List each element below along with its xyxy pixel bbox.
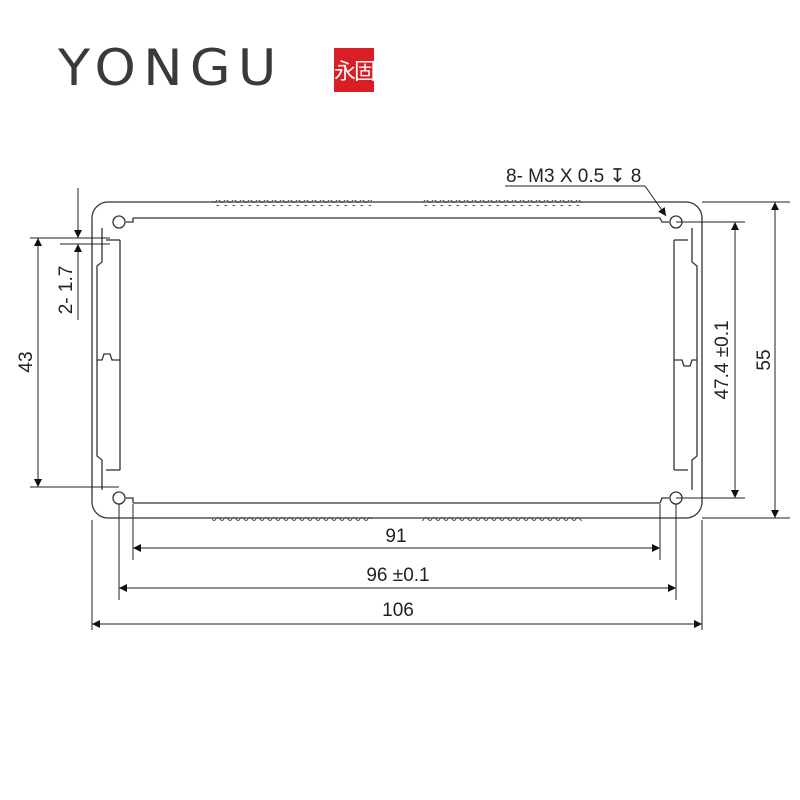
grip-serration-bottom-left	[212, 515, 372, 521]
left-height-label: 43	[16, 351, 37, 372]
slot-width-label: 2- 1.7	[56, 266, 77, 315]
grip-serration-bottom-right	[422, 515, 582, 521]
hole-spacing-label: 96 ±0.1	[366, 565, 429, 586]
brand-seal-icon: 永固	[334, 48, 376, 92]
inner-height-label: 47.4 ±0.1	[712, 320, 733, 399]
brand-logo: YONGU 永固	[58, 40, 376, 96]
grip-serration-top-right	[422, 200, 582, 206]
inner-width-label: 91	[385, 526, 406, 547]
brand-name: YONGU	[58, 39, 284, 97]
profile-outline	[91, 201, 703, 519]
total-width-label: 106	[382, 600, 414, 621]
thread-callout-label: 8- M3 X 0.5 ↧ 8	[506, 166, 641, 187]
grip-serration-top-left	[212, 200, 372, 206]
total-height-label: 55	[754, 349, 775, 370]
